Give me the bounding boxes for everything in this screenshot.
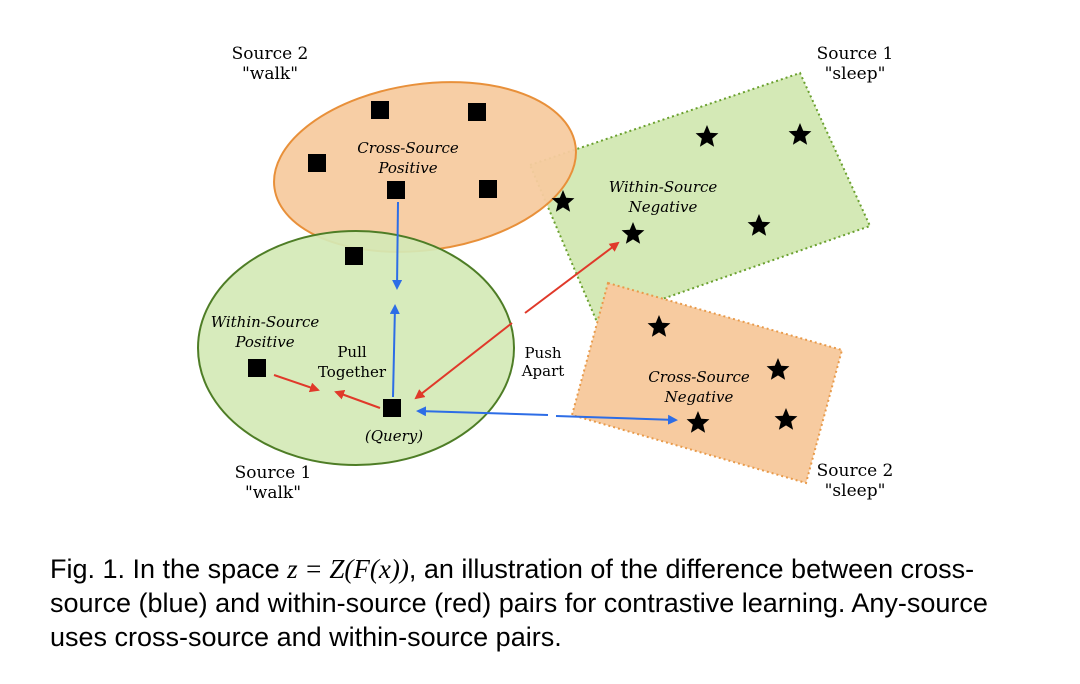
region-label: Within-Source <box>211 313 320 331</box>
source-label: Source 2 <box>817 461 894 481</box>
pull-label: Pull <box>337 343 367 361</box>
red-arrow-push <box>524 241 620 314</box>
figure-caption: Fig. 1. In the space z = Z(F(x)), an ill… <box>50 552 1050 654</box>
query-square <box>383 399 401 417</box>
region-label: Within-Source <box>609 178 718 196</box>
within-source-negative-region <box>528 71 872 324</box>
red-arrow-pull <box>273 374 320 393</box>
query-label: (Query) <box>365 427 423 445</box>
red-arrow-push <box>414 322 513 400</box>
blue-arrow-pull <box>392 201 403 290</box>
caption-suffix: , an illustration of the difference betw… <box>50 554 988 652</box>
sample-square <box>308 154 326 172</box>
caption-prefix: Fig. 1. In the space <box>50 554 288 584</box>
source-label: Source 2 <box>232 44 309 64</box>
blue-arrow-push <box>555 414 678 425</box>
sample-square <box>371 101 389 119</box>
sample-square <box>345 247 363 265</box>
region-label: Cross-Source <box>357 139 459 157</box>
source-label: Source 1 <box>817 44 894 64</box>
query-source-region <box>197 230 515 466</box>
activity-label: "sleep" <box>825 481 886 501</box>
region-label: Negative <box>628 198 698 216</box>
region-label: Cross-Source <box>648 368 750 386</box>
activity-label: "walk" <box>242 64 298 84</box>
source-label: Source 1 <box>235 463 312 483</box>
blue-arrow-push <box>416 406 549 417</box>
red-arrow-pull <box>334 390 381 409</box>
embedding-space-diagram: Source 2 "walk" Source 1 "sleep" Source … <box>197 44 894 503</box>
cross-source-negative-region <box>570 281 844 485</box>
sample-square <box>387 181 405 199</box>
region-label: Positive <box>234 333 294 351</box>
region-label: Positive <box>377 159 437 177</box>
caption-math: z = Z(F(x)) <box>287 554 409 584</box>
blue-arrow-pull <box>389 304 400 398</box>
push-label: Push <box>524 344 561 362</box>
walk-samples <box>248 101 497 417</box>
sample-square <box>248 359 266 377</box>
sample-square <box>468 103 486 121</box>
activity-label: "sleep" <box>825 64 886 84</box>
sample-square <box>479 180 497 198</box>
activity-label: "walk" <box>245 483 301 503</box>
region-label: Negative <box>664 388 734 406</box>
pull-label: Together <box>318 363 387 381</box>
push-label: Apart <box>521 362 565 380</box>
